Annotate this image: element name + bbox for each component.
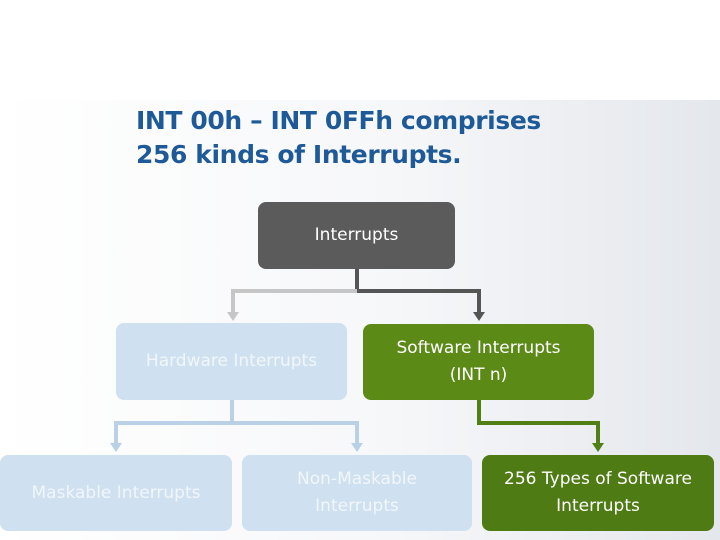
slide-title-line-1: INT 00h – INT 0FFh comprises	[136, 106, 541, 135]
arrow-to-hardware	[227, 312, 239, 321]
node-hardware-interrupts-label: Hardware Interrupts	[145, 351, 318, 371]
node-non-maskable-interrupts-label-line-2: Interrupts	[315, 496, 399, 516]
connector-root-to-hardware	[231, 289, 357, 312]
node-software-interrupt-types-label-line-1: 256 Types of Software	[504, 469, 692, 489]
connector-hardware-to-maskable	[114, 421, 232, 443]
node-interrupts-label: Interrupts	[314, 225, 399, 245]
node-non-maskable-interrupts: Non-Maskable Interrupts	[242, 455, 472, 531]
arrow-to-nonmaskable	[351, 443, 363, 452]
slide-title-line-2: 256 kinds of Interrupts.	[136, 140, 462, 169]
slide-title: INT 00h – INT 0FFh comprises 256 kinds o…	[136, 104, 541, 172]
node-non-maskable-interrupts-label-line-1: Non-Maskable	[297, 469, 417, 489]
connector-root-to-software	[357, 289, 481, 312]
node-software-interrupt-types: 256 Types of Software Interrupts	[482, 455, 714, 531]
arrow-to-software-types	[592, 443, 604, 452]
node-maskable-interrupts-label: Maskable Interrupts	[31, 482, 201, 503]
node-hardware-interrupts: Hardware Interrupts	[116, 323, 347, 400]
connector-software-to-types	[477, 400, 600, 443]
arrow-to-software	[473, 312, 485, 321]
connector-hardware-to-nonmaskable	[232, 421, 359, 443]
arrow-to-maskable	[110, 443, 122, 452]
node-software-interrupts: Software Interrupts (INT n)	[363, 324, 594, 400]
node-interrupts: Interrupts	[258, 202, 455, 269]
node-software-interrupts-label-line-1: Software Interrupts	[396, 338, 561, 358]
node-maskable-interrupts: Maskable Interrupts	[0, 455, 232, 531]
node-software-interrupts-label-line-2: (INT n)	[449, 365, 508, 385]
node-software-interrupt-types-label-line-2: Interrupts	[556, 496, 640, 516]
